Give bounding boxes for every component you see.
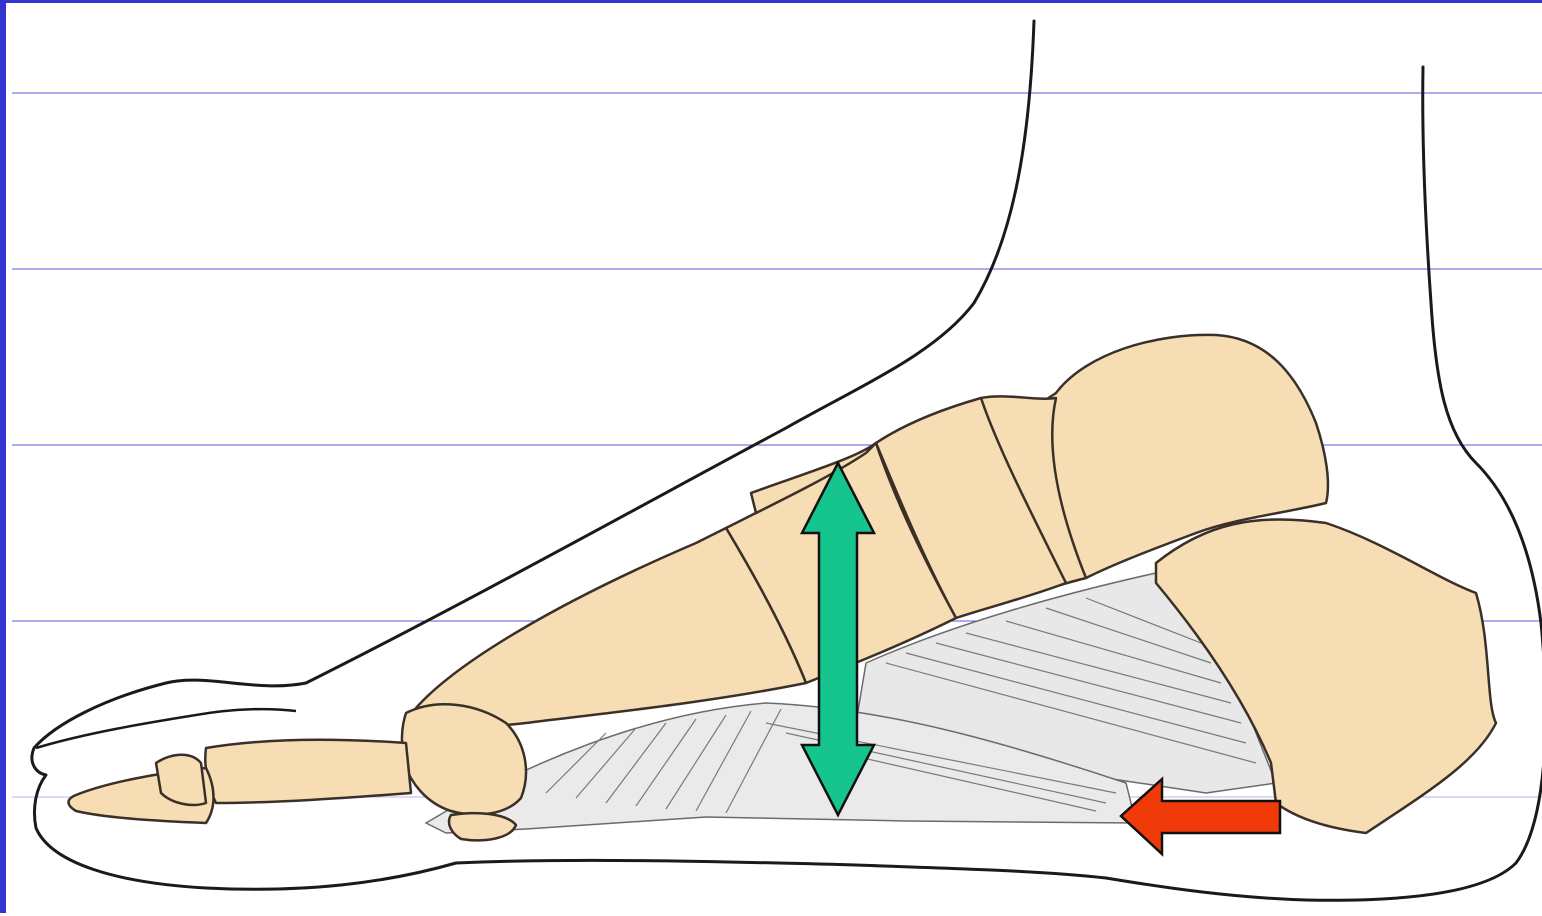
- foot-diagram: [6, 3, 1542, 916]
- sesamoid-bone: [449, 813, 516, 840]
- toe-phalanx-middle: [205, 740, 411, 803]
